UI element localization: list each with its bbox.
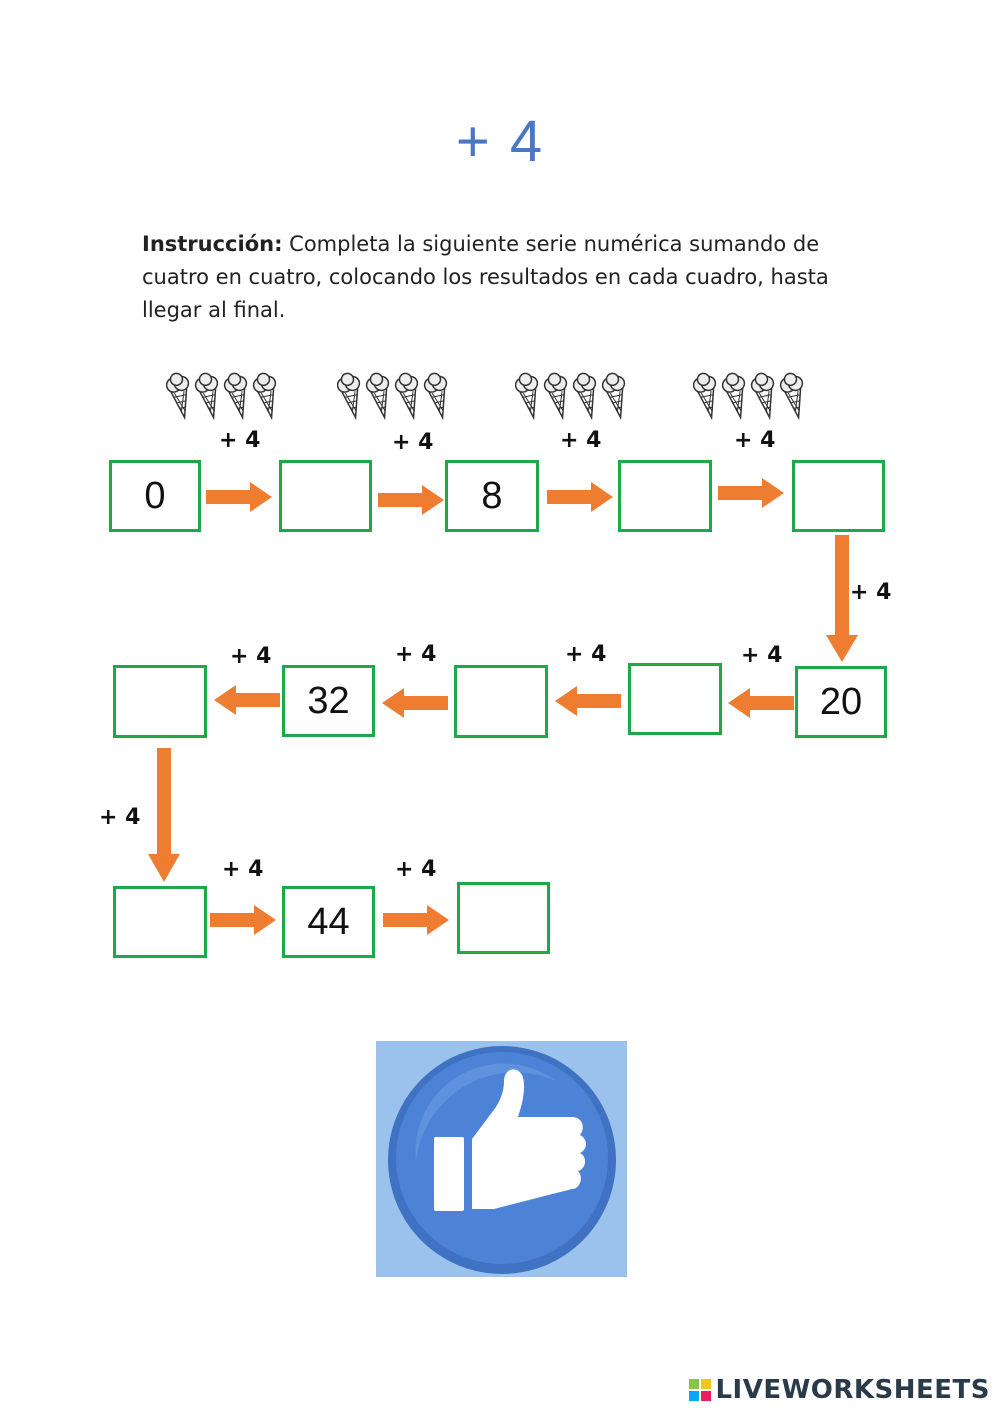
arrow-down-icon xyxy=(148,748,180,882)
ice-cream-cone-icon xyxy=(515,372,539,420)
step-label-8: + 4 xyxy=(395,642,437,667)
brand-text: LIVEWORKSHEETS xyxy=(715,1375,990,1405)
series-box-7[interactable] xyxy=(628,663,722,735)
step-label-7: + 4 xyxy=(565,642,607,667)
series-input-13[interactable] xyxy=(460,885,547,951)
page-title: + 4 xyxy=(455,109,545,174)
arrow-right-icon xyxy=(383,905,449,935)
ice-cream-cone-icon xyxy=(252,372,277,420)
arrow-right-icon xyxy=(718,478,784,508)
series-input-5[interactable] xyxy=(795,463,882,529)
series-box-10[interactable] xyxy=(113,665,207,738)
arrow-right-icon xyxy=(547,482,613,512)
arrow-right-icon xyxy=(206,482,272,512)
series-input-10[interactable] xyxy=(116,668,204,735)
ice-cream-cone-icon xyxy=(223,372,248,420)
step-label-9: + 4 xyxy=(230,644,272,669)
instruction-body: Completa la siguiente serie numérica sum… xyxy=(142,232,829,322)
ice-cream-cone-icon xyxy=(750,372,775,420)
arrow-left-icon xyxy=(214,685,280,715)
arrow-down-icon xyxy=(826,535,858,662)
instruction-label: Instrucción: xyxy=(142,232,283,256)
series-box-1[interactable] xyxy=(109,460,201,532)
ice-cream-cone-icon xyxy=(572,372,597,420)
ice-cream-cone-icon xyxy=(601,372,626,420)
ice-cream-cone-icon xyxy=(423,372,448,420)
step-label-1: + 4 xyxy=(219,428,261,453)
series-box-11[interactable] xyxy=(113,886,207,958)
ice-cream-cone-icon xyxy=(166,372,190,420)
series-input-2[interactable] xyxy=(282,463,369,529)
series-input-7[interactable] xyxy=(631,666,719,732)
arrow-left-icon xyxy=(555,686,621,716)
step-label-2: + 4 xyxy=(392,430,434,455)
series-input-8[interactable] xyxy=(457,668,545,735)
ice-cream-cone-icon xyxy=(543,372,568,420)
series-box-9[interactable] xyxy=(282,665,375,737)
arrow-left-icon xyxy=(728,688,794,718)
series-input-6[interactable] xyxy=(798,669,884,735)
thumbs-up-icon[interactable] xyxy=(376,1041,627,1277)
ice-cream-cone-icon xyxy=(365,372,390,420)
series-box-2[interactable] xyxy=(279,460,372,532)
arrow-left-icon xyxy=(382,688,448,718)
ice-cream-cone-icon xyxy=(721,372,746,420)
series-box-13[interactable] xyxy=(457,882,550,954)
series-input-12[interactable] xyxy=(285,889,372,955)
series-box-12[interactable] xyxy=(282,886,375,958)
step-label-12: + 4 xyxy=(395,857,437,882)
ice-cream-group-3 xyxy=(515,372,626,420)
series-input-1[interactable] xyxy=(112,463,198,529)
series-input-11[interactable] xyxy=(116,889,204,955)
ice-cream-cone-icon xyxy=(779,372,804,420)
ice-cream-cone-icon xyxy=(337,372,361,420)
ice-cream-cone-icon xyxy=(394,372,419,420)
series-box-6[interactable] xyxy=(795,666,887,738)
series-box-4[interactable] xyxy=(618,460,712,532)
step-label-11: + 4 xyxy=(222,857,264,882)
step-label-10: + 4 xyxy=(99,805,141,830)
brand-logo-icon xyxy=(689,1379,712,1401)
arrow-right-icon xyxy=(210,905,276,935)
ice-cream-cone-icon xyxy=(693,372,717,420)
step-label-5: + 4 xyxy=(850,580,892,605)
step-label-6: + 4 xyxy=(741,643,783,668)
ice-cream-cone-icon xyxy=(194,372,219,420)
step-label-4: + 4 xyxy=(734,428,776,453)
series-box-5[interactable] xyxy=(792,460,885,532)
ice-cream-group-4 xyxy=(693,372,804,420)
instruction-text: Instrucción: Completa la siguiente serie… xyxy=(142,228,862,327)
series-input-3[interactable] xyxy=(448,463,536,529)
series-input-4[interactable] xyxy=(621,463,709,529)
step-label-3: + 4 xyxy=(560,428,602,453)
ice-cream-group-2 xyxy=(337,372,448,420)
brand-logo[interactable]: LIVEWORKSHEETS xyxy=(689,1375,990,1405)
series-box-8[interactable] xyxy=(454,665,548,738)
ice-cream-group-1 xyxy=(166,372,277,420)
series-input-9[interactable] xyxy=(285,668,372,734)
arrow-right-icon xyxy=(378,485,444,515)
series-box-3[interactable] xyxy=(445,460,539,532)
